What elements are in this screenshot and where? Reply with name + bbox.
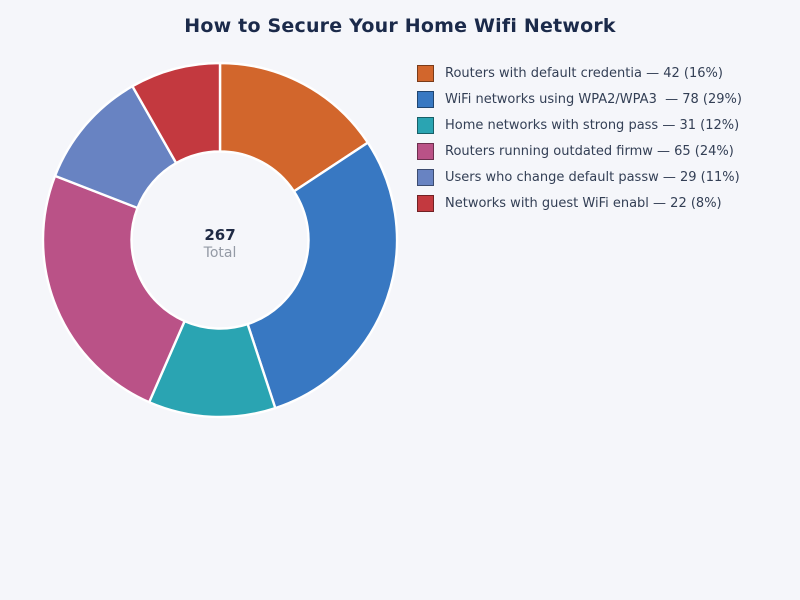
legend-label: Routers running outdated firmw — 65 (24%… (445, 143, 734, 159)
legend: Routers with default credentia — 42 (16%… (417, 60, 742, 216)
legend-label: Networks with guest WiFi enabl — 22 (8%) (445, 195, 722, 211)
legend-item: Routers with default credentia — 42 (16%… (417, 60, 742, 86)
legend-label: Users who change default passw — 29 (11%… (445, 169, 740, 185)
legend-swatch (417, 194, 434, 212)
legend-label: Routers with default credentia — 42 (16%… (445, 65, 723, 81)
donut-slice (246, 141, 399, 410)
donut-svg (41, 61, 399, 419)
legend-item: Networks with guest WiFi enabl — 22 (8%) (417, 190, 742, 216)
chart-title: How to Secure Your Home Wifi Network (184, 15, 616, 37)
donut-slice (41, 174, 186, 404)
legend-item: Users who change default passw — 29 (11%… (417, 164, 742, 190)
legend-label: Home networks with strong pass — 31 (12%… (445, 117, 740, 133)
legend-item: Home networks with strong pass — 31 (12%… (417, 112, 742, 138)
donut-chart: 267 Total (38, 58, 402, 422)
legend-swatch (417, 64, 434, 82)
legend-swatch (417, 142, 434, 160)
legend-swatch (417, 90, 434, 108)
donut-slice (131, 61, 222, 165)
legend-swatch (417, 116, 434, 134)
legend-label: WiFi networks using WPA2/WPA3 — 78 (29%) (445, 91, 742, 107)
legend-item: Routers running outdated firmw — 65 (24%… (417, 138, 742, 164)
legend-swatch (417, 168, 434, 186)
legend-item: WiFi networks using WPA2/WPA3 — 78 (29%) (417, 86, 742, 112)
